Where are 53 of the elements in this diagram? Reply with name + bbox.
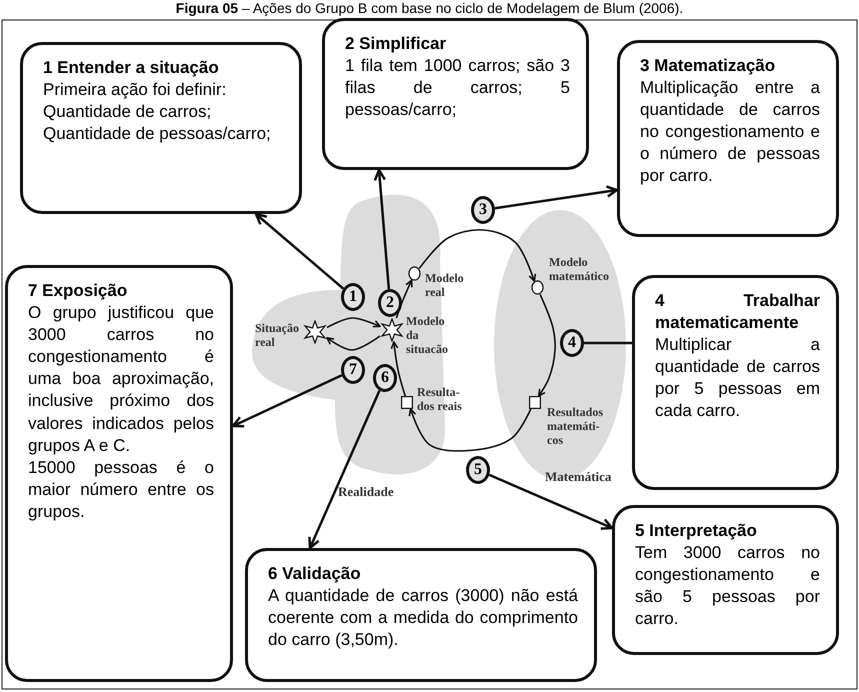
card-text: Quantidade de carros; [43, 101, 212, 124]
star-symbol [303, 320, 327, 344]
stage-label: Resultados matemáti- cos [547, 406, 604, 448]
step-card [20, 42, 302, 214]
figure-title: Figura 05 – Ações do Grupo B com base no ciclo de Modelagem de Blum (2006). [174, 0, 684, 16]
arrow [232, 374, 342, 428]
arrow [326, 317, 381, 328]
card-text: Multiplicar a quantidade de carros por 5 pessoas em cada carro. [655, 334, 820, 422]
circle-symbol [531, 280, 544, 295]
star-symbol [380, 318, 404, 342]
arrow [390, 341, 406, 396]
card-text: Quantidade de pessoas/carro; [43, 123, 272, 146]
arrow [418, 229, 536, 282]
step-number: 3 [471, 196, 495, 224]
card-heading: 5 Interpretação [635, 520, 758, 542]
step-card [617, 40, 839, 237]
card-heading: 2 Simplificar [345, 33, 448, 55]
stage-label: Modelo da situacão [406, 315, 449, 356]
card-heading: 6 Validação [268, 563, 362, 585]
arrow [308, 390, 381, 550]
region-label: Realidade [338, 484, 394, 500]
arrow [254, 212, 344, 290]
card-text: Tem 3000 carros no congestionamento e são 5 pessoas por carro. [635, 542, 820, 630]
card-text: A quantidade de carros (3000) não está coerente com a medida do comprimento do carro (3,50m). [268, 585, 578, 652]
region-label: Matemática [545, 469, 612, 485]
stage-label: Resulta- dos reais [417, 386, 463, 414]
card-heading: 7 Exposição [28, 280, 128, 302]
card-heading: 1 Entender a situação [43, 57, 220, 79]
card-text: 1 fila tem 1000 carros; são 3 filas de carros; 5 pessoas/carro; [345, 55, 570, 122]
square-symbol [401, 396, 413, 409]
step-card [245, 548, 597, 682]
arrow [374, 168, 390, 290]
card-text: Multiplicação entre a quantidade de carros no congestionamento e o número de pessoas por carro. [640, 77, 820, 188]
step-number: 5 [466, 456, 490, 484]
card-heading: 3 Matematização [640, 55, 776, 77]
arrow [538, 294, 556, 397]
card-text: Primeira ação foi definir: [43, 79, 228, 102]
square-symbol [529, 396, 541, 409]
arrow [408, 408, 532, 452]
circle-symbol [408, 266, 421, 281]
step-card [612, 505, 839, 655]
arrow [326, 335, 380, 351]
step-card [5, 265, 233, 682]
step-card [632, 275, 839, 490]
arrow [488, 474, 614, 530]
stage-label: Modelo matemático [549, 256, 610, 284]
card-heading: 4 Trabalhar matematicamente [655, 290, 820, 334]
step-card [322, 18, 589, 170]
stage-label: Modelo real [425, 272, 465, 300]
stage-label: Situação real [255, 322, 300, 350]
card-text: O grupo justificou que 3000 carros no congestionamento é uma boa aproximação, inclusive próximo dos valores indicados pelos grupos A e C. [28, 302, 214, 457]
card-text: 15000 pessoas é o maior número entre os grupos. [28, 456, 214, 523]
arrow [494, 185, 618, 210]
